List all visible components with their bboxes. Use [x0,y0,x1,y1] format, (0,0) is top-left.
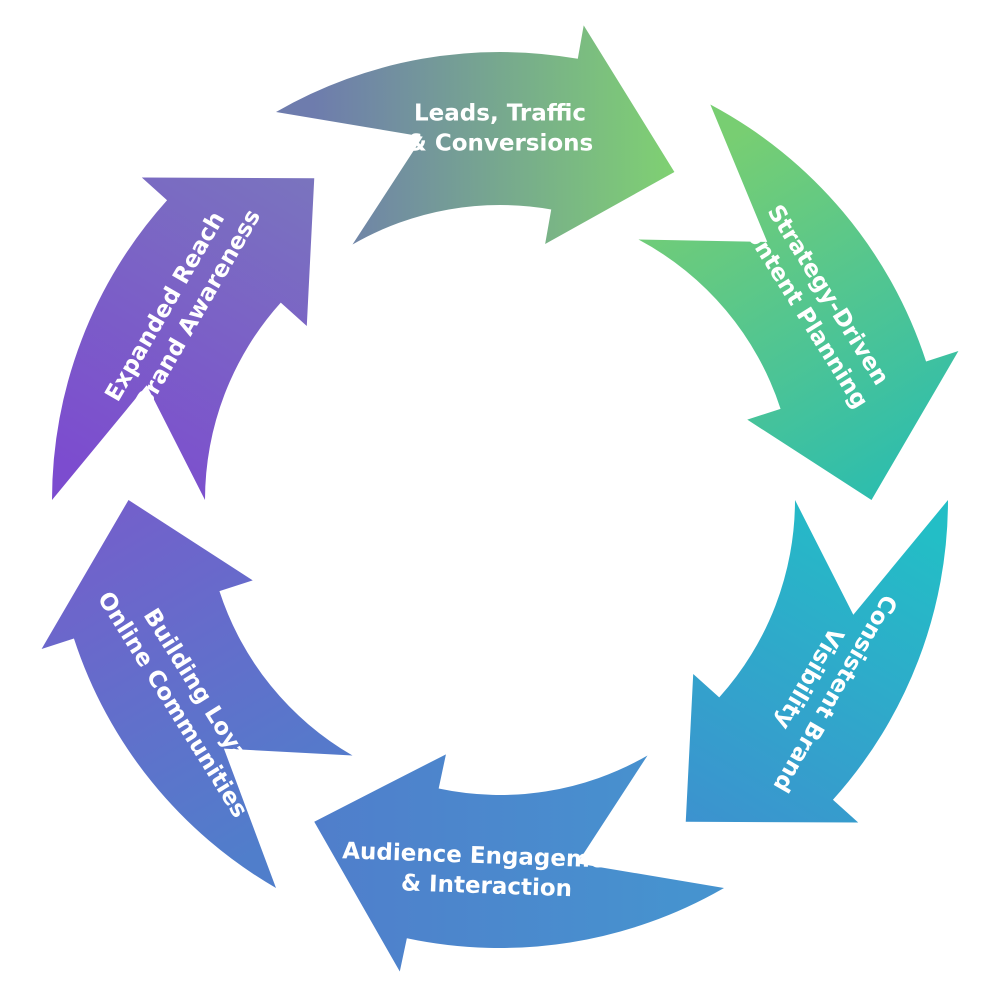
arrow-segments [41,25,959,972]
arrow-segment-reach [52,177,315,501]
arrow-segment-engagement [314,754,724,972]
label-line: & Conversions [407,131,594,157]
segment-label-leads: Leads, Traffic & Conversions [407,101,594,157]
label-line: & Interaction [401,870,573,902]
arrow-segment-community [41,500,353,888]
label-line: Leads, Traffic [414,101,586,127]
arrow-segment-leads [276,25,675,245]
arrow-segment-strategy [638,104,959,500]
arrow-segment-visibility [685,500,948,823]
